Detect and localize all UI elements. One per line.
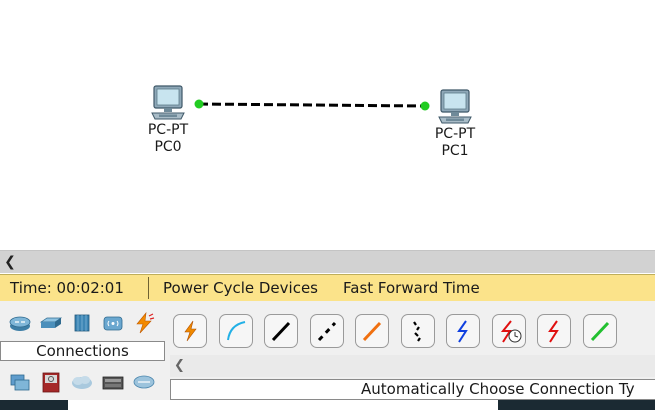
taskbar-window-area bbox=[68, 400, 498, 410]
connection-type-button[interactable] bbox=[491, 314, 526, 348]
copper-straight-through-icon bbox=[271, 321, 291, 342]
network-link-layer bbox=[194, 99, 430, 111]
device-pc0[interactable]: PC-PT PC0 bbox=[133, 84, 203, 156]
pc-icon bbox=[438, 89, 472, 124]
coaxial-cable-icon bbox=[457, 320, 468, 343]
simulation-time: Time: 00:02:01 bbox=[10, 279, 124, 297]
serial-dce-icon bbox=[500, 320, 521, 343]
console-cable-icon bbox=[226, 321, 245, 341]
wireless-device-icon[interactable] bbox=[102, 312, 124, 334]
logical-workspace[interactable]: PC-PT PC0 PC-PT PC1 bbox=[0, 0, 655, 250]
scroll-left-icon[interactable]: ❮ bbox=[4, 254, 16, 270]
connection-type-button[interactable] bbox=[537, 314, 571, 348]
custom-devices-icon[interactable] bbox=[102, 371, 124, 393]
connection-type-button[interactable] bbox=[446, 314, 480, 348]
connection-type-button[interactable] bbox=[218, 314, 253, 348]
connection-type-button[interactable] bbox=[400, 314, 435, 348]
security-icon[interactable] bbox=[40, 371, 62, 393]
multiuser-icon[interactable] bbox=[133, 371, 155, 393]
link-endpoint-pc0 bbox=[194, 99, 204, 109]
hub-icon[interactable] bbox=[71, 312, 93, 334]
realtime-status-bar: Time: 00:02:01 Power Cycle Devices Fast … bbox=[0, 274, 655, 302]
device-type-label: PC-PT bbox=[434, 126, 476, 142]
connection-description-box: Automatically Choose Connection Ty bbox=[170, 379, 655, 400]
scroll-left-icon[interactable]: ❮ bbox=[174, 358, 185, 373]
device-selection-panel: Connections ❮ bbox=[0, 301, 655, 410]
connections-icon[interactable] bbox=[133, 312, 155, 334]
connection-panel-scrollbar[interactable]: ❮ bbox=[170, 355, 655, 377]
taskbar-strip bbox=[0, 400, 655, 410]
device-category-label: Connections bbox=[0, 341, 165, 361]
device-pc1[interactable]: PC-PT PC1 bbox=[420, 88, 490, 160]
device-type-panel: Connections bbox=[0, 301, 168, 410]
phone-cable-icon bbox=[412, 321, 421, 342]
network-link[interactable] bbox=[198, 102, 426, 108]
automatic-connection-icon bbox=[184, 320, 197, 342]
workspace-horizontal-scrollbar[interactable]: ❮ bbox=[0, 250, 655, 273]
device-name-label: PC0 bbox=[154, 139, 182, 155]
connection-type-panel: ❮ Automatically Choose Connection Ty bbox=[170, 301, 655, 410]
wan-emulation-icon[interactable] bbox=[71, 371, 93, 393]
serial-dte-icon bbox=[548, 320, 559, 343]
connection-type-button[interactable] bbox=[173, 314, 207, 348]
device-name-label: PC1 bbox=[441, 143, 469, 159]
fast-forward-time-button[interactable]: Fast Forward Time bbox=[343, 279, 480, 297]
connection-description-text: Automatically Choose Connection Ty bbox=[361, 380, 635, 398]
end-devices-icon[interactable] bbox=[9, 371, 31, 393]
connection-type-button[interactable] bbox=[582, 314, 617, 348]
link-endpoint-pc1 bbox=[420, 101, 430, 111]
pc-icon bbox=[151, 85, 185, 120]
connection-type-button[interactable] bbox=[355, 314, 389, 348]
fiber-icon bbox=[362, 321, 382, 342]
octal-cable-icon bbox=[590, 321, 609, 342]
switch-icon[interactable] bbox=[40, 312, 62, 334]
router-icon[interactable] bbox=[9, 312, 31, 334]
connection-type-button[interactable] bbox=[264, 314, 298, 348]
status-divider bbox=[148, 277, 149, 299]
copper-cross-over-icon bbox=[317, 321, 336, 342]
power-cycle-devices-button[interactable]: Power Cycle Devices bbox=[163, 279, 318, 297]
connection-type-button[interactable] bbox=[309, 314, 344, 348]
device-type-label: PC-PT bbox=[147, 122, 189, 138]
